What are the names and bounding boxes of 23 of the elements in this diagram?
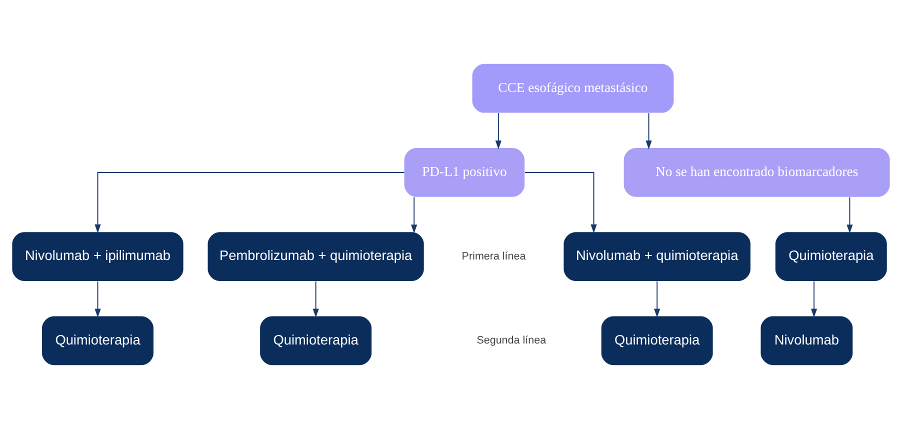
node-box: Nivolumab [760,316,853,366]
node-box: PD-L1 positivo [404,148,525,197]
arrow [312,280,319,318]
arrow [94,172,405,234]
label: Primera línea [462,250,526,262]
arrow [646,112,652,150]
node-box: No se han encontrado biomarcadores [624,148,890,197]
node-box: CCE esofágico metastásico [472,64,674,113]
arrow [654,280,660,318]
node-box: Nivolumab + ipilimumab [12,232,184,281]
node-box: Nivolumab + quimioterapia [564,232,750,281]
node-box: Quimioterapia [260,316,372,366]
arrow [411,196,418,234]
node-box: Quimioterapia [42,316,154,366]
arrow [810,280,818,318]
node-box: Pembrolizumab + quimioterapia [208,232,424,281]
arrow [524,172,597,234]
node-box: Quimioterapia [775,232,887,281]
arrow [94,280,101,318]
node-box: Quimioterapia [601,316,713,366]
label: Segunda línea [476,334,546,346]
arrow [846,196,853,234]
arrow [495,112,502,150]
